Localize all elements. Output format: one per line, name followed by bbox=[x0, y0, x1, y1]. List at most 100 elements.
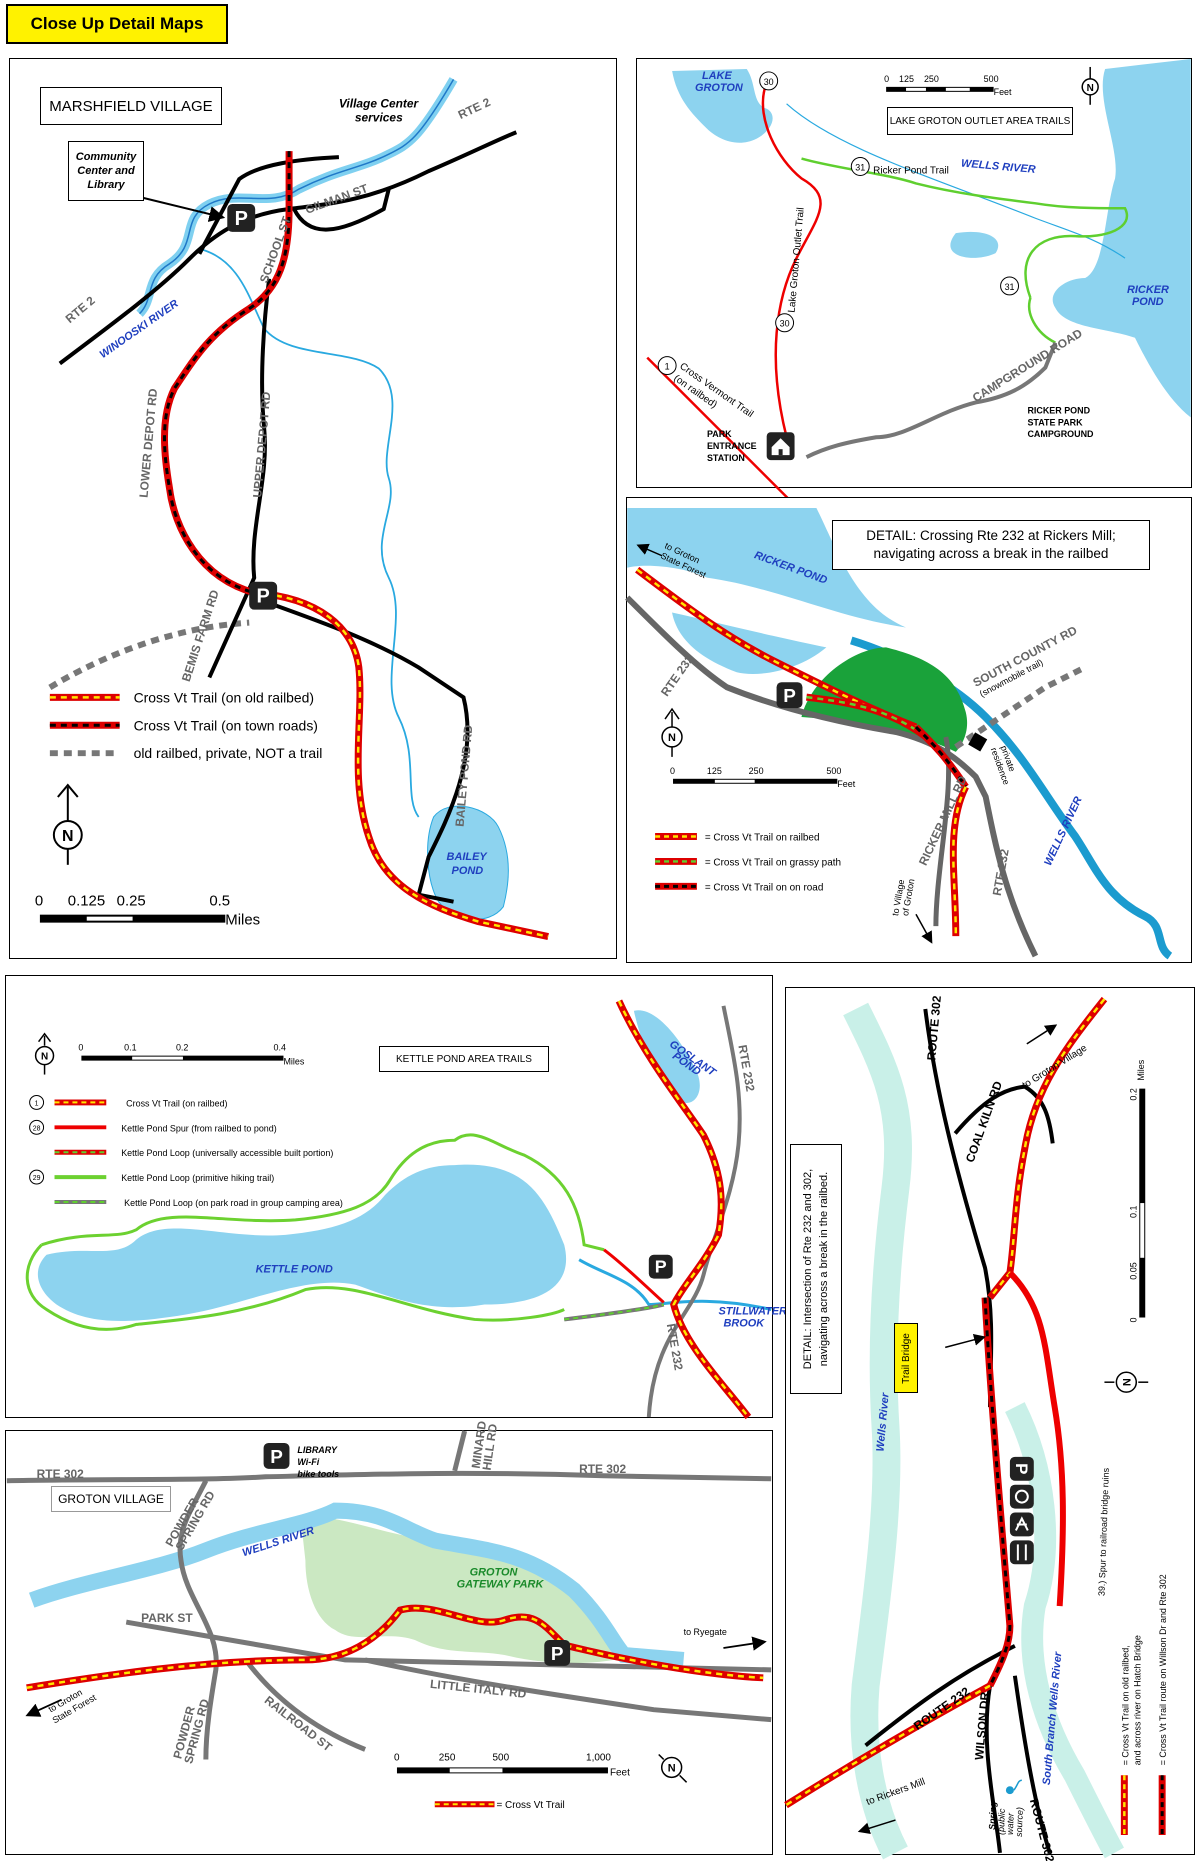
library-label-1: LIBRARY bbox=[297, 1445, 338, 1455]
rickers-mill-title: DETAIL: Crossing Rte 232 at Rickers Mill… bbox=[832, 520, 1150, 570]
scale-bar: 0 0.125 0.25 0.5 Miles bbox=[35, 893, 260, 929]
rte-302-detail-map: P ROUTE 302 ROUTE 302 ROUTE 232 COAL KIL… bbox=[784, 995, 1168, 1861]
park-label-1: GROTON bbox=[470, 1566, 519, 1578]
amenity-icons: P bbox=[1009, 1456, 1034, 1565]
kettle-pond-label: KETTLE POND bbox=[256, 1264, 333, 1276]
trail-marker-31b: 31 bbox=[1000, 276, 1020, 296]
rte-302-title: DETAIL: Intersection of Rte 232 and 302,… bbox=[790, 1144, 842, 1394]
bailey-pond-label-1: BAILEY bbox=[447, 851, 489, 863]
svg-text:0.25: 0.25 bbox=[117, 893, 146, 910]
stillwater-brook bbox=[578, 1258, 772, 1311]
parking-icon-label: P bbox=[655, 1257, 667, 1277]
south-branch-wells-river bbox=[1005, 1402, 1124, 1859]
ricker-pond bbox=[1052, 59, 1191, 418]
coal-kiln-road bbox=[953, 1084, 1055, 1144]
minard-label-2: HILL RD bbox=[480, 1422, 500, 1471]
svg-text:30: 30 bbox=[780, 319, 790, 329]
small-pond bbox=[950, 231, 999, 258]
svg-text:0: 0 bbox=[884, 74, 889, 84]
route302-label-a: ROUTE 302 bbox=[924, 995, 944, 1061]
legend-road-label: = Cross Vt Trail on on road bbox=[705, 882, 823, 893]
svg-text:0.4: 0.4 bbox=[274, 1043, 286, 1053]
rickers-mill-map: P RICKER POND to Groton State Forest SOU… bbox=[625, 507, 1173, 960]
svg-text:250: 250 bbox=[924, 74, 939, 84]
trail-marker-30a: 30 bbox=[759, 71, 779, 91]
kettle-pond-spur bbox=[603, 1248, 665, 1304]
upper-depot-road bbox=[207, 278, 272, 679]
groton-village-title: GROTON VILLAGE bbox=[51, 1486, 171, 1512]
entrance-label-1: PARK bbox=[707, 429, 732, 439]
svg-text:0.2: 0.2 bbox=[1128, 1088, 1138, 1100]
rte302-label-a: RTE 302 bbox=[37, 1467, 84, 1481]
svg-text:0.125: 0.125 bbox=[68, 893, 105, 910]
route232-label: ROUTE 232 bbox=[911, 1684, 973, 1733]
stillwater-label-1: STILLWATER bbox=[719, 1305, 788, 1317]
trail-bridge-label: Trail Bridge bbox=[894, 1323, 918, 1393]
svg-text:Feet: Feet bbox=[994, 87, 1012, 97]
legend-label-4: Kettle Pond Loop (on park road in group … bbox=[124, 1198, 343, 1208]
legend-a-label-1: = Cross Vt Trail on old railbed, bbox=[1120, 1645, 1130, 1765]
wells-river-label: WELLS RIVER bbox=[961, 158, 1037, 176]
parking-icon bbox=[776, 682, 803, 709]
parking-icon-2 bbox=[249, 581, 278, 610]
trail-bridge-arrow bbox=[945, 1333, 986, 1349]
svg-text:0: 0 bbox=[35, 893, 43, 910]
spur-label: 39.) Spur to railroad bridge ruins bbox=[1096, 1467, 1110, 1596]
svg-text:125: 125 bbox=[899, 74, 914, 84]
svg-text:500: 500 bbox=[984, 74, 999, 84]
route-302-south bbox=[1012, 1675, 1052, 1854]
spring-icon bbox=[1005, 1779, 1022, 1795]
rickers-mill-panel: P RICKER POND to Groton State Forest SOU… bbox=[625, 497, 1192, 963]
spring-label-2: (public bbox=[996, 1808, 1007, 1835]
groton-gateway-park bbox=[300, 1515, 614, 1664]
lake-groton-label-2: GROTON bbox=[695, 82, 744, 94]
to-groton-label: to Groton Village bbox=[1021, 1042, 1090, 1091]
coal-kiln-label: COAL KILN RD bbox=[963, 1079, 1005, 1164]
campground-road bbox=[805, 341, 1058, 459]
svg-text:30: 30 bbox=[764, 77, 774, 87]
banner-title: Close Up Detail Maps bbox=[6, 4, 228, 44]
spring-label-3: water bbox=[1005, 1812, 1016, 1835]
route-232-road bbox=[864, 1644, 1016, 1747]
svg-text:28: 28 bbox=[33, 1125, 41, 1132]
svg-text:1: 1 bbox=[665, 362, 670, 372]
ricker-mill-road bbox=[933, 736, 952, 927]
entrance-label-3: STATION bbox=[707, 453, 745, 463]
north-arrow-icon: N bbox=[1081, 66, 1099, 105]
svg-text:500: 500 bbox=[826, 766, 841, 776]
community-arrow bbox=[139, 196, 226, 222]
park-st-road bbox=[125, 1619, 772, 1673]
kettle-pond-panel: P KETTLE POND GOSLANT POND STILLWATER BR… bbox=[5, 975, 787, 1420]
ricker-pond-trail-label: Ricker Pond Trail bbox=[873, 165, 949, 176]
scale-bar: 0 0.05 0.1 0.2 Miles bbox=[1128, 1059, 1146, 1322]
parking-icon-label: P bbox=[783, 686, 796, 707]
legend-label-1: Kettle Pond Spur (from railbed to pond) bbox=[121, 1123, 277, 1133]
groton-outlet-title: LAKE GROTON OUTLET AREA TRAILS bbox=[887, 107, 1073, 135]
info-icon bbox=[1009, 1484, 1034, 1509]
parking-icon-2-label: P bbox=[257, 586, 270, 608]
lower-depot-label: LOWER DEPOT RD bbox=[137, 388, 161, 499]
rte-232-road bbox=[625, 595, 1039, 958]
svg-text:1: 1 bbox=[35, 1100, 39, 1107]
minard-label-1: MINARD bbox=[469, 1420, 490, 1470]
spur-to-bridge-ruins bbox=[1007, 1270, 1066, 1607]
north-arrow-icon: N bbox=[658, 1753, 688, 1783]
stillwater-label-2: BROOK bbox=[723, 1317, 765, 1329]
lake-groton bbox=[672, 68, 773, 143]
svg-text:Miles: Miles bbox=[1136, 1059, 1146, 1080]
legend-private-label: old railbed, private, NOT a trail bbox=[134, 745, 323, 761]
ricker-pond-lower bbox=[672, 612, 827, 674]
rte2-ne-label: RTE 2 bbox=[456, 95, 493, 122]
campground-label-2: STATE PARK bbox=[1027, 417, 1083, 427]
parking-icon bbox=[227, 204, 256, 232]
legend-railbed-label: Cross Vt Trail (on old railbed) bbox=[134, 689, 314, 705]
svg-text:29: 29 bbox=[33, 1175, 41, 1182]
outlet-trail-label: Lake Groton Outlet Trail bbox=[787, 207, 807, 313]
ricker-pond-label-2: POND bbox=[1132, 296, 1164, 308]
marshfield-title: MARSHFIELD VILLAGE bbox=[40, 87, 222, 125]
svg-text:0: 0 bbox=[670, 766, 675, 776]
gilman-road bbox=[292, 188, 391, 232]
park-parking-icon bbox=[544, 1640, 571, 1666]
rte-302-road bbox=[6, 1470, 772, 1484]
svg-text:31: 31 bbox=[1005, 282, 1015, 292]
